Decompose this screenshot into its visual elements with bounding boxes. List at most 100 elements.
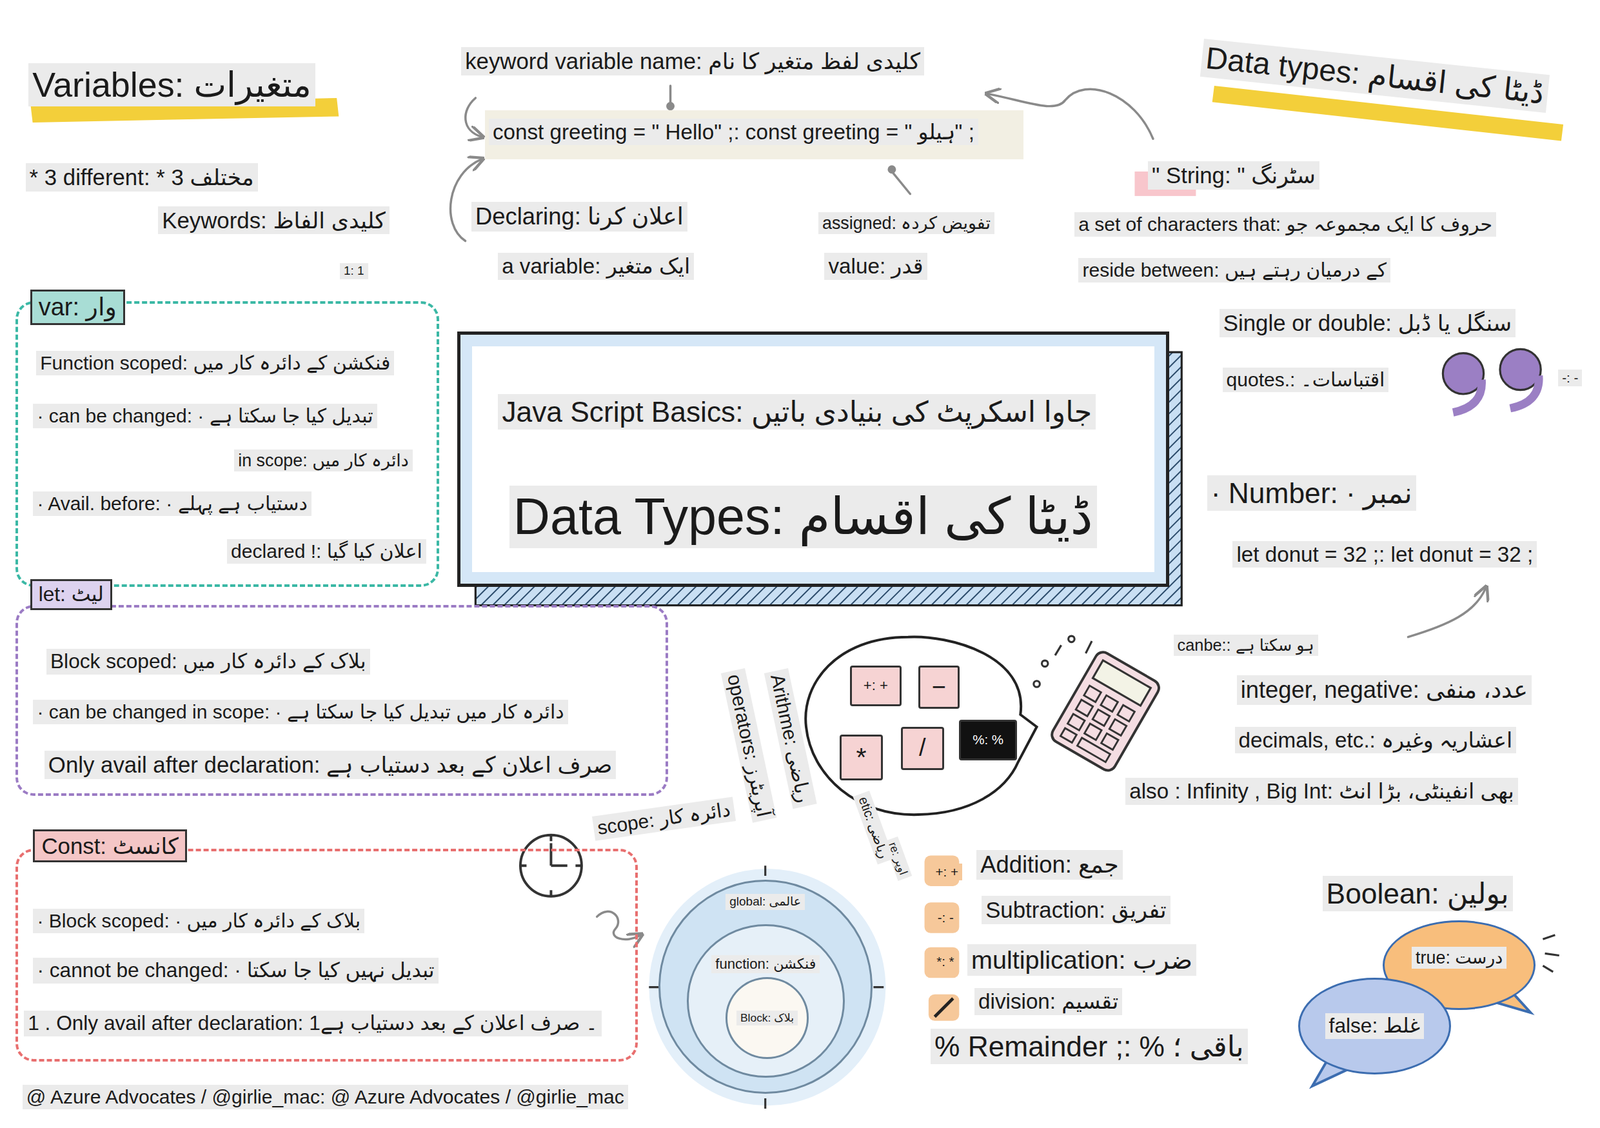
note-label: value: قدر xyxy=(824,252,927,280)
motion-marks xyxy=(1033,681,1040,687)
note-label: quotes.: اقتباسات۔ xyxy=(1222,367,1390,393)
note-label: " String: " سٹرنگ xyxy=(1147,161,1320,190)
scope-circle: global: عالمی function: فنکشنBlock: بلاک xyxy=(658,879,873,1094)
note-label: division: تقسیم xyxy=(974,987,1123,1016)
note-label: decimals, etc.: اعشاریہ وغیرہ xyxy=(1234,726,1517,754)
bubble-tail xyxy=(1542,935,1559,972)
note-label: scope: دائرہ کار xyxy=(592,796,736,841)
note-label: 1: 1 xyxy=(339,263,369,280)
node-text: * xyxy=(854,741,868,774)
calculator-icon xyxy=(1076,737,1110,763)
calculator-icon xyxy=(1049,649,1163,774)
clock-icon xyxy=(549,842,553,866)
note-label: @ Azure Advocates / @girlie_mac: @ Azure… xyxy=(22,1084,629,1110)
motion-marks xyxy=(1033,635,1092,687)
speech-bubble xyxy=(805,636,1037,815)
note-label: canbe:: ہو سکتا ہے xyxy=(1173,634,1319,656)
code-example-box: const greeting = " Hello" ;: const greet… xyxy=(484,110,1024,160)
leader-arrow xyxy=(667,103,674,109)
calculator-icon xyxy=(1075,699,1094,716)
calculator-icon xyxy=(1060,728,1077,743)
node-text: − xyxy=(930,672,948,703)
note-label: % Remainder ;: % باقی ؛ xyxy=(930,1028,1248,1065)
node-text: · cannot be changed: · تبدیل نہیں کیا جا… xyxy=(32,957,438,984)
diagram-title: Data Types: ڈیٹا کی اقسام xyxy=(509,485,1097,549)
operator-key: / xyxy=(900,726,944,771)
var-keyword-box: var: وارFunction scoped: فنکشن کے دائرہ … xyxy=(15,301,440,587)
heading-tag: Const: کانسٹ xyxy=(32,829,187,863)
calculator-icon xyxy=(1109,719,1127,736)
calculator-icon xyxy=(1092,660,1151,706)
motion-marks xyxy=(1068,635,1075,642)
clock-icon xyxy=(520,835,582,897)
note-label: Addition: جمع xyxy=(976,849,1123,880)
note-label: +: + xyxy=(931,863,963,881)
boolean-bubble: false: غلط xyxy=(1298,977,1452,1075)
note-label: a variable: ایک متغیر xyxy=(497,252,694,280)
note-label: Subtraction: تفریق xyxy=(981,895,1171,925)
title-box: Java Script Basics: جاوا اسکرپٹ کی بنیاد… xyxy=(457,331,1170,587)
note-label: reside between: کے درمیان رہتے ہیں xyxy=(1078,257,1391,283)
note-label: Single or double: سنگل یا ڈبل xyxy=(1219,308,1516,338)
leader-arrow xyxy=(597,911,642,939)
operator-key: − xyxy=(918,665,960,709)
note-label: -: - xyxy=(933,909,958,927)
calculator-icon xyxy=(1100,695,1119,712)
scope-wash xyxy=(648,868,886,1106)
leader-arrow xyxy=(1408,588,1486,638)
note-label: *: * xyxy=(932,953,958,971)
heading-tag: let: لیٹ xyxy=(30,579,113,611)
operator-key: * xyxy=(839,734,883,781)
calculator-icon xyxy=(1117,704,1136,721)
operator-icon xyxy=(924,947,960,978)
calculator-icon xyxy=(1084,723,1103,740)
motion-marks xyxy=(1086,641,1092,654)
const-keyword-box: Const: کانسٹ· Block scoped: · بلاک کے دا… xyxy=(15,848,638,1061)
quote-marks xyxy=(1442,348,1541,413)
node-text: %: % xyxy=(971,731,1005,749)
clock-icon xyxy=(520,835,582,897)
note-label: assigned: تفویض کردہ xyxy=(818,212,995,235)
operator-icon xyxy=(934,998,953,1017)
note-label: also : Infinity , Big Int: بھی انفینٹی، … xyxy=(1125,777,1519,805)
node-text: declared !: اعلان کیا گیا xyxy=(227,539,427,564)
node-text: global: عالمی xyxy=(725,893,805,910)
node-text: / xyxy=(917,733,928,763)
motion-marks xyxy=(1041,660,1048,667)
node-text: Only avail after declaration: صرف اعلان … xyxy=(44,750,617,780)
speech-bubble xyxy=(805,636,1037,815)
leader-arrow xyxy=(891,171,910,195)
quote-marks xyxy=(1510,375,1540,409)
node-text: Function scoped: فنکشن کے دائرہ کار میں xyxy=(36,350,395,376)
let-keyword-box: let: لیٹBlock scoped: بلاک کے دائرہ کار … xyxy=(15,604,669,796)
note-label: let donut = 32 ;: let donut = 32 ; xyxy=(1232,541,1537,569)
node-text: · Block scoped: · بلاک کے دائرہ کار میں xyxy=(32,908,365,934)
note-label: Boolean: بولین xyxy=(1322,875,1513,912)
scope-wash xyxy=(648,865,884,1109)
note-label: a set of characters that: حروف کا ایک مج… xyxy=(1074,212,1497,237)
node-text: false: غلط xyxy=(1325,1013,1424,1039)
node-text: · Avail. before: · دستیاب ہے پہلے xyxy=(32,491,311,516)
node-text: const greeting = " Hello" ;: const greet… xyxy=(488,118,979,146)
operator-key: %: % xyxy=(958,719,1018,761)
leader-arrow xyxy=(888,166,895,173)
node-text: 1 . Only avail after declaration: 1۔ صرف… xyxy=(23,1010,602,1037)
calculator-icon xyxy=(1092,709,1110,726)
note-label: multiplication: ضرب xyxy=(967,944,1197,976)
node-text: in scope: دائرہ کار میں xyxy=(234,449,413,472)
calculator-icon xyxy=(1067,713,1086,731)
node-text: · can be changed in scope: · دائرہ کار م… xyxy=(32,699,568,725)
note-label: -: - xyxy=(1558,369,1582,387)
scope-circle: function: فنکشنBlock: بلاک xyxy=(686,924,845,1077)
operator-key: +: + xyxy=(849,665,902,707)
clock-icon xyxy=(550,864,567,867)
leader-arrow xyxy=(465,98,482,137)
calculator-icon xyxy=(1049,649,1163,774)
node-text: Java Script Basics: جاوا اسکرپٹ کی بنیاد… xyxy=(497,394,1096,430)
scope-wash xyxy=(648,865,886,1109)
note-label: integer, negative: عدد، منفی xyxy=(1236,675,1532,705)
node-text: true: درست xyxy=(1411,946,1507,969)
quote-marks xyxy=(1452,379,1482,413)
node-text: Block scoped: بلاک کے دائرہ کار میں xyxy=(46,648,371,675)
